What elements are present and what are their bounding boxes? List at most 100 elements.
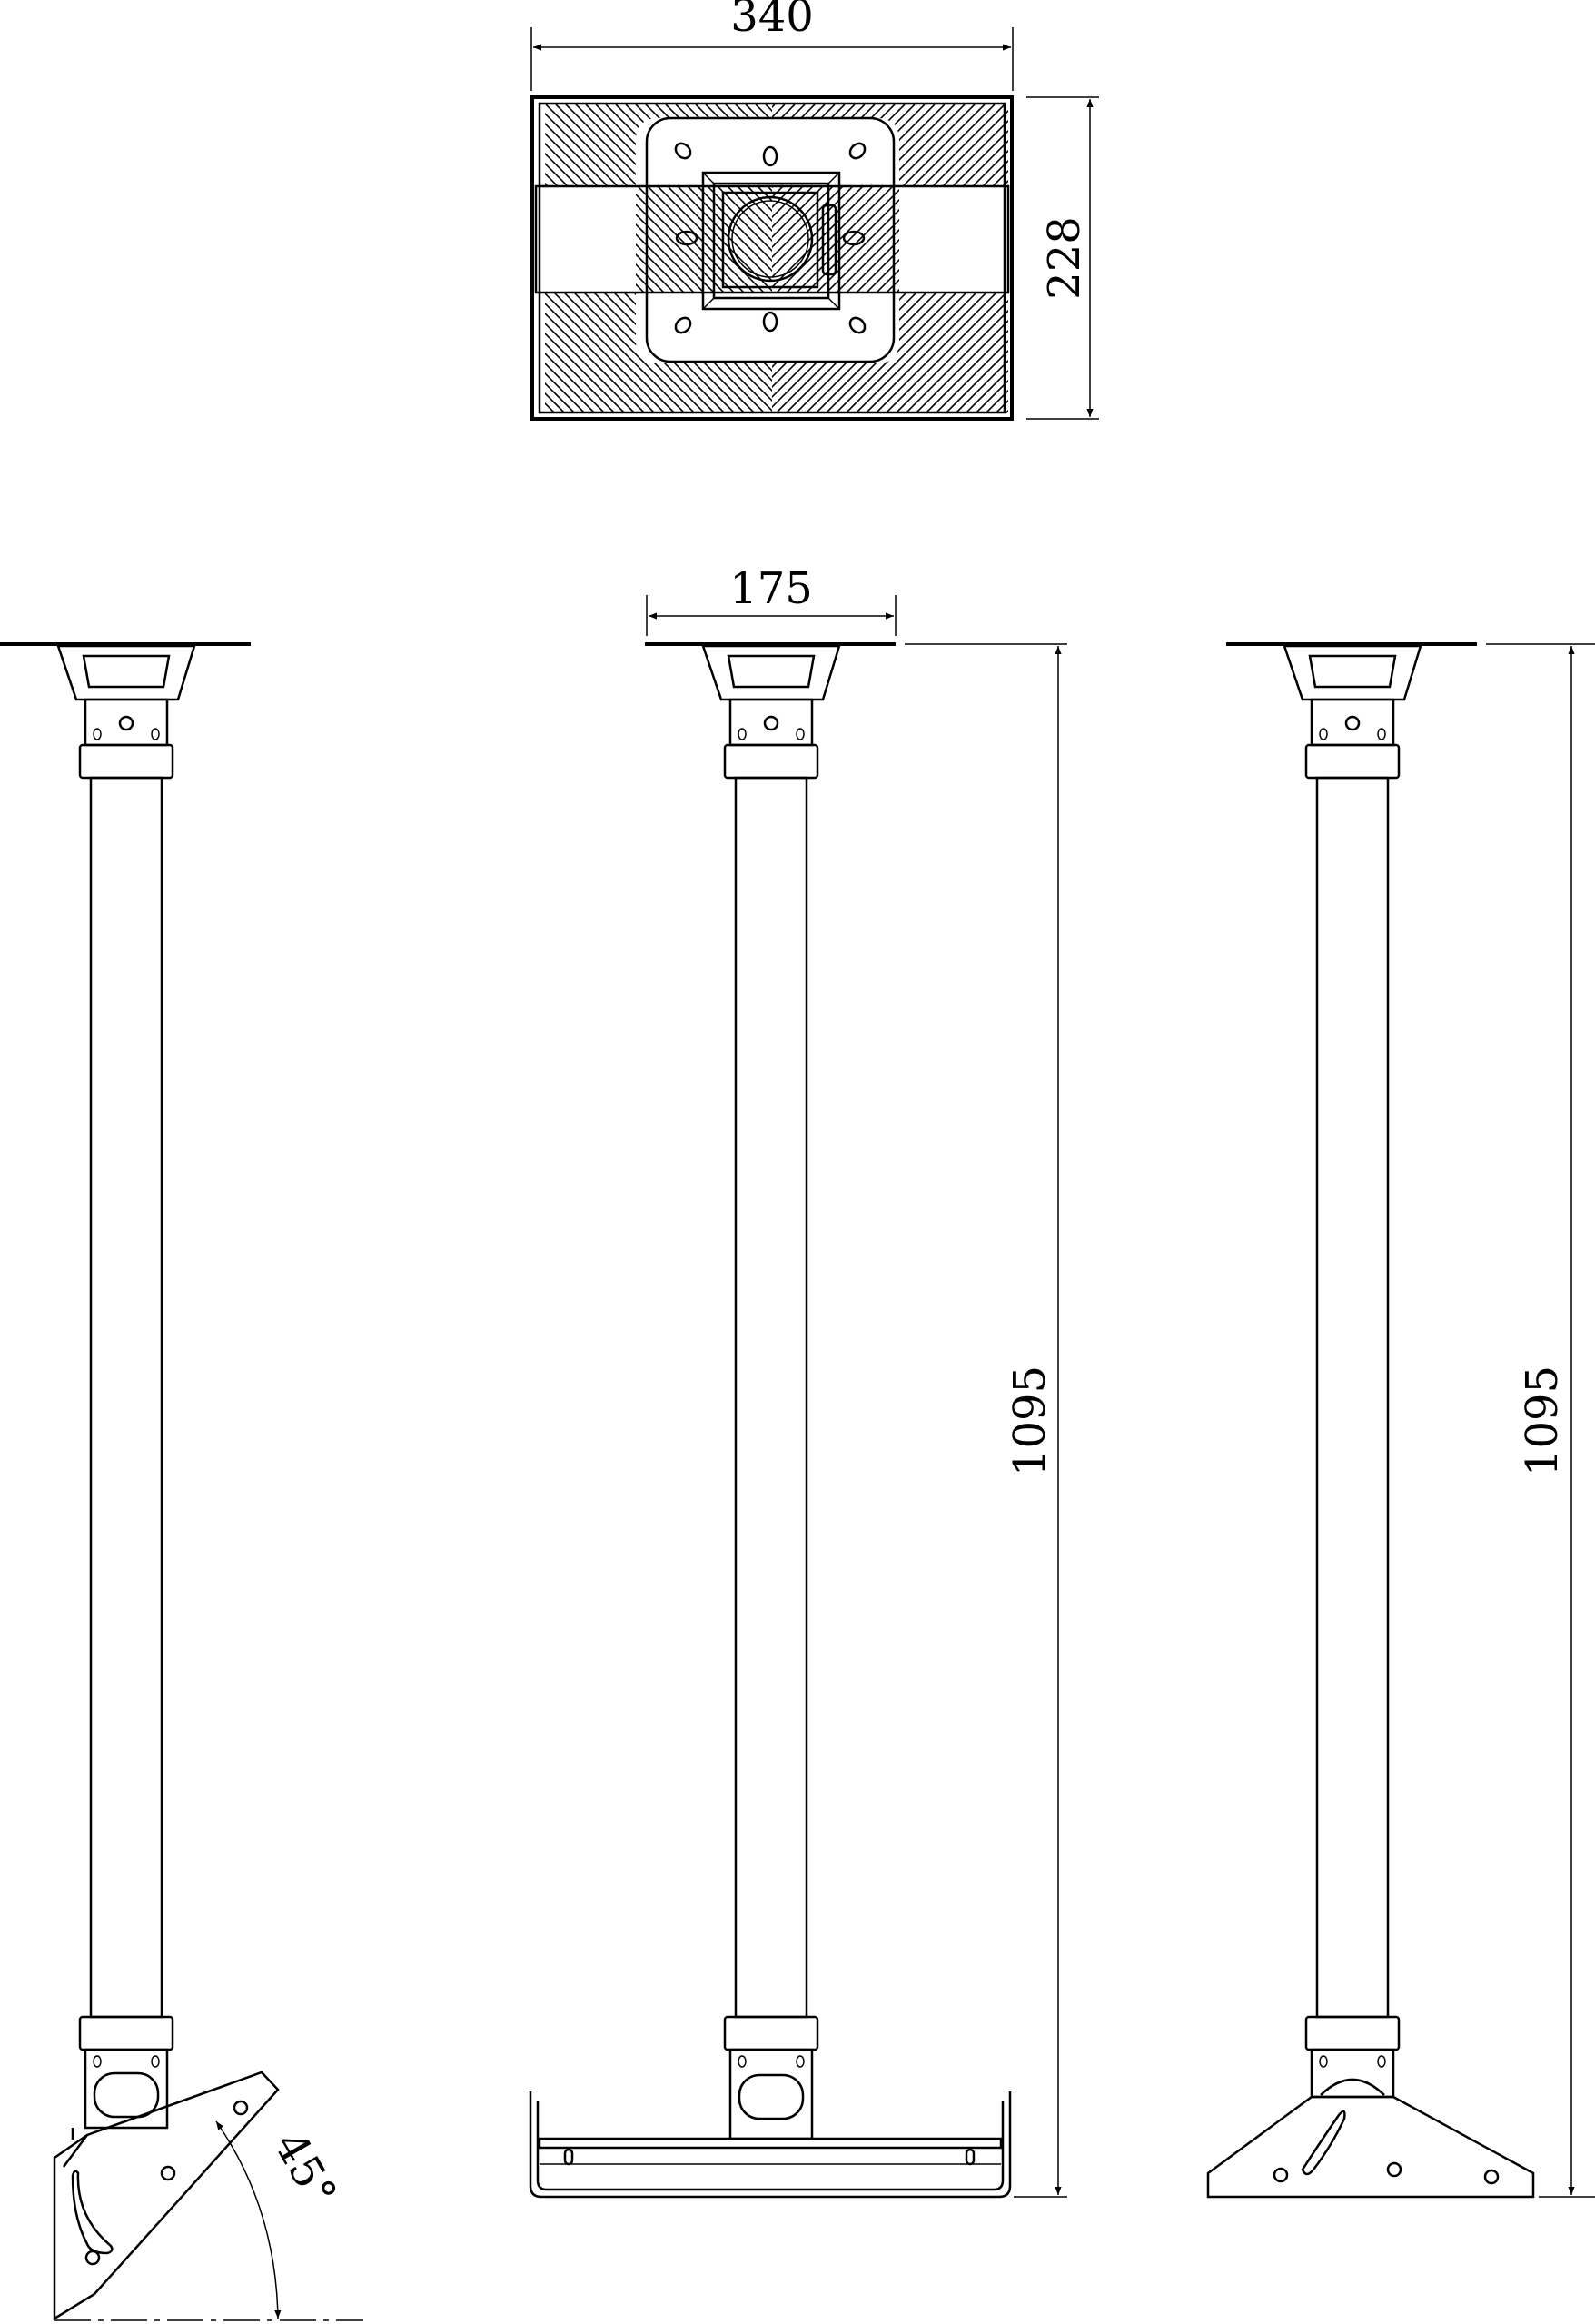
- lower-collar: [723, 2015, 819, 2051]
- hatch-line: [1215, 104, 1524, 413]
- ceiling-bracket: [1283, 644, 1422, 701]
- hatch-line: [585, 104, 772, 413]
- hatch-line: [1115, 104, 1424, 413]
- hatch-line: [1145, 104, 1454, 413]
- hatch-line: [1155, 104, 1464, 413]
- side-height-label: 1095: [1517, 1366, 1568, 1476]
- hatch-line: [545, 104, 676, 413]
- hatch-line: [925, 104, 1008, 413]
- hatch-line: [1255, 104, 1564, 413]
- hatch-line: [545, 104, 772, 413]
- plate-width-label: 175: [729, 563, 813, 614]
- hatch-line: [955, 104, 1008, 413]
- ceiling-bracket: [56, 644, 196, 701]
- hatch-line: [1165, 104, 1474, 413]
- hatch-line: [1275, 104, 1584, 413]
- column-tube-section: [727, 195, 814, 283]
- hatch-line: [772, 104, 946, 413]
- hatch-line: [1245, 104, 1554, 413]
- hatch-line: [545, 104, 772, 413]
- hatch-line: [545, 104, 686, 413]
- hatch-line: [1055, 104, 1364, 413]
- hatch-line: [772, 104, 1008, 413]
- center-bracket: [645, 116, 896, 363]
- hatch-line: [545, 104, 772, 413]
- hatch-line: [1175, 104, 1484, 413]
- hatch-line: [875, 104, 1008, 413]
- hatch-line: [1235, 104, 1544, 413]
- hatch-line: [772, 104, 1008, 413]
- hatch-line: [1105, 104, 1414, 413]
- hatch-line: [1065, 104, 1374, 413]
- hatch-line: [976, 104, 1284, 413]
- hatch-line: [1075, 104, 1384, 413]
- hatch-line: [885, 104, 1008, 413]
- hatch-line: [1045, 104, 1354, 413]
- hatch-line: [1155, 104, 1464, 413]
- hatch-line: [905, 104, 1008, 413]
- column-tube: [734, 776, 808, 2019]
- hatch-line: [1085, 104, 1394, 413]
- hatch-line: [1295, 104, 1595, 413]
- top-height-label: 228: [1039, 216, 1090, 300]
- column-tube: [89, 776, 163, 2019]
- hatch-line: [1225, 104, 1534, 413]
- hatch-line: [895, 104, 1008, 413]
- hatch-line: [1215, 104, 1524, 413]
- base-plate-outline: [530, 95, 1014, 421]
- hatch-line: [545, 104, 646, 413]
- hatch-line: [1125, 104, 1434, 413]
- hatch-line: [1235, 104, 1544, 413]
- hatch-line: [605, 104, 772, 413]
- top-view: 340: [236, 0, 1595, 421]
- hatch-line: [1275, 104, 1584, 413]
- hatch-line: [256, 104, 565, 413]
- triangular-bracket: [1206, 2095, 1535, 2199]
- column-tube: [1315, 776, 1390, 2019]
- hatch-line: [1065, 104, 1374, 413]
- hatch-line: [545, 104, 726, 413]
- side-view-tilted: 45°: [0, 642, 363, 2321]
- hatch-line: [985, 104, 1008, 413]
- hatch-line: [545, 104, 706, 413]
- hatch-line: [236, 104, 545, 413]
- lower-collar: [78, 2015, 174, 2051]
- projector-tray: [529, 2091, 1012, 2199]
- hatch-line: [772, 104, 1008, 413]
- hatch-line: [772, 104, 936, 413]
- hatch-line: [545, 104, 616, 413]
- upper-collar: [723, 743, 819, 780]
- hatch-line: [1205, 104, 1514, 413]
- hatch-line: [1185, 104, 1494, 413]
- hatch-line: [545, 104, 576, 413]
- hatch-line: [545, 104, 746, 413]
- bolt-holes: [674, 142, 867, 334]
- hatch-line: [1075, 104, 1384, 413]
- hatch-line: [1285, 104, 1594, 413]
- hatch-line: [772, 104, 976, 413]
- hatch-line: [1055, 104, 1364, 413]
- front-view: 175 1095: [529, 563, 1067, 2199]
- hatch-line: [1115, 104, 1424, 413]
- hatch-line: [545, 104, 772, 413]
- hatch-line: [545, 104, 772, 413]
- hatch-line: [772, 104, 956, 413]
- hatch-line: [1205, 104, 1514, 413]
- hatch-line: [1305, 104, 1595, 413]
- hatch-line: [1165, 104, 1474, 413]
- hatch-line: [772, 104, 986, 413]
- upper-collar: [1304, 743, 1401, 780]
- tilt-angle-label: 45°: [263, 2123, 346, 2216]
- hatch-line: [246, 104, 555, 413]
- hatch-line: [915, 104, 1008, 413]
- hatch-line: [1105, 104, 1414, 413]
- top-width-label: 340: [730, 0, 814, 42]
- hatch-line: [545, 104, 556, 413]
- hatch-line: [772, 104, 966, 413]
- hatch-line: [945, 104, 1008, 413]
- ceiling-bracket: [701, 644, 841, 701]
- lower-collar: [1304, 2015, 1401, 2051]
- hatch-line: [1195, 104, 1504, 413]
- angle-arc: [215, 2120, 282, 2319]
